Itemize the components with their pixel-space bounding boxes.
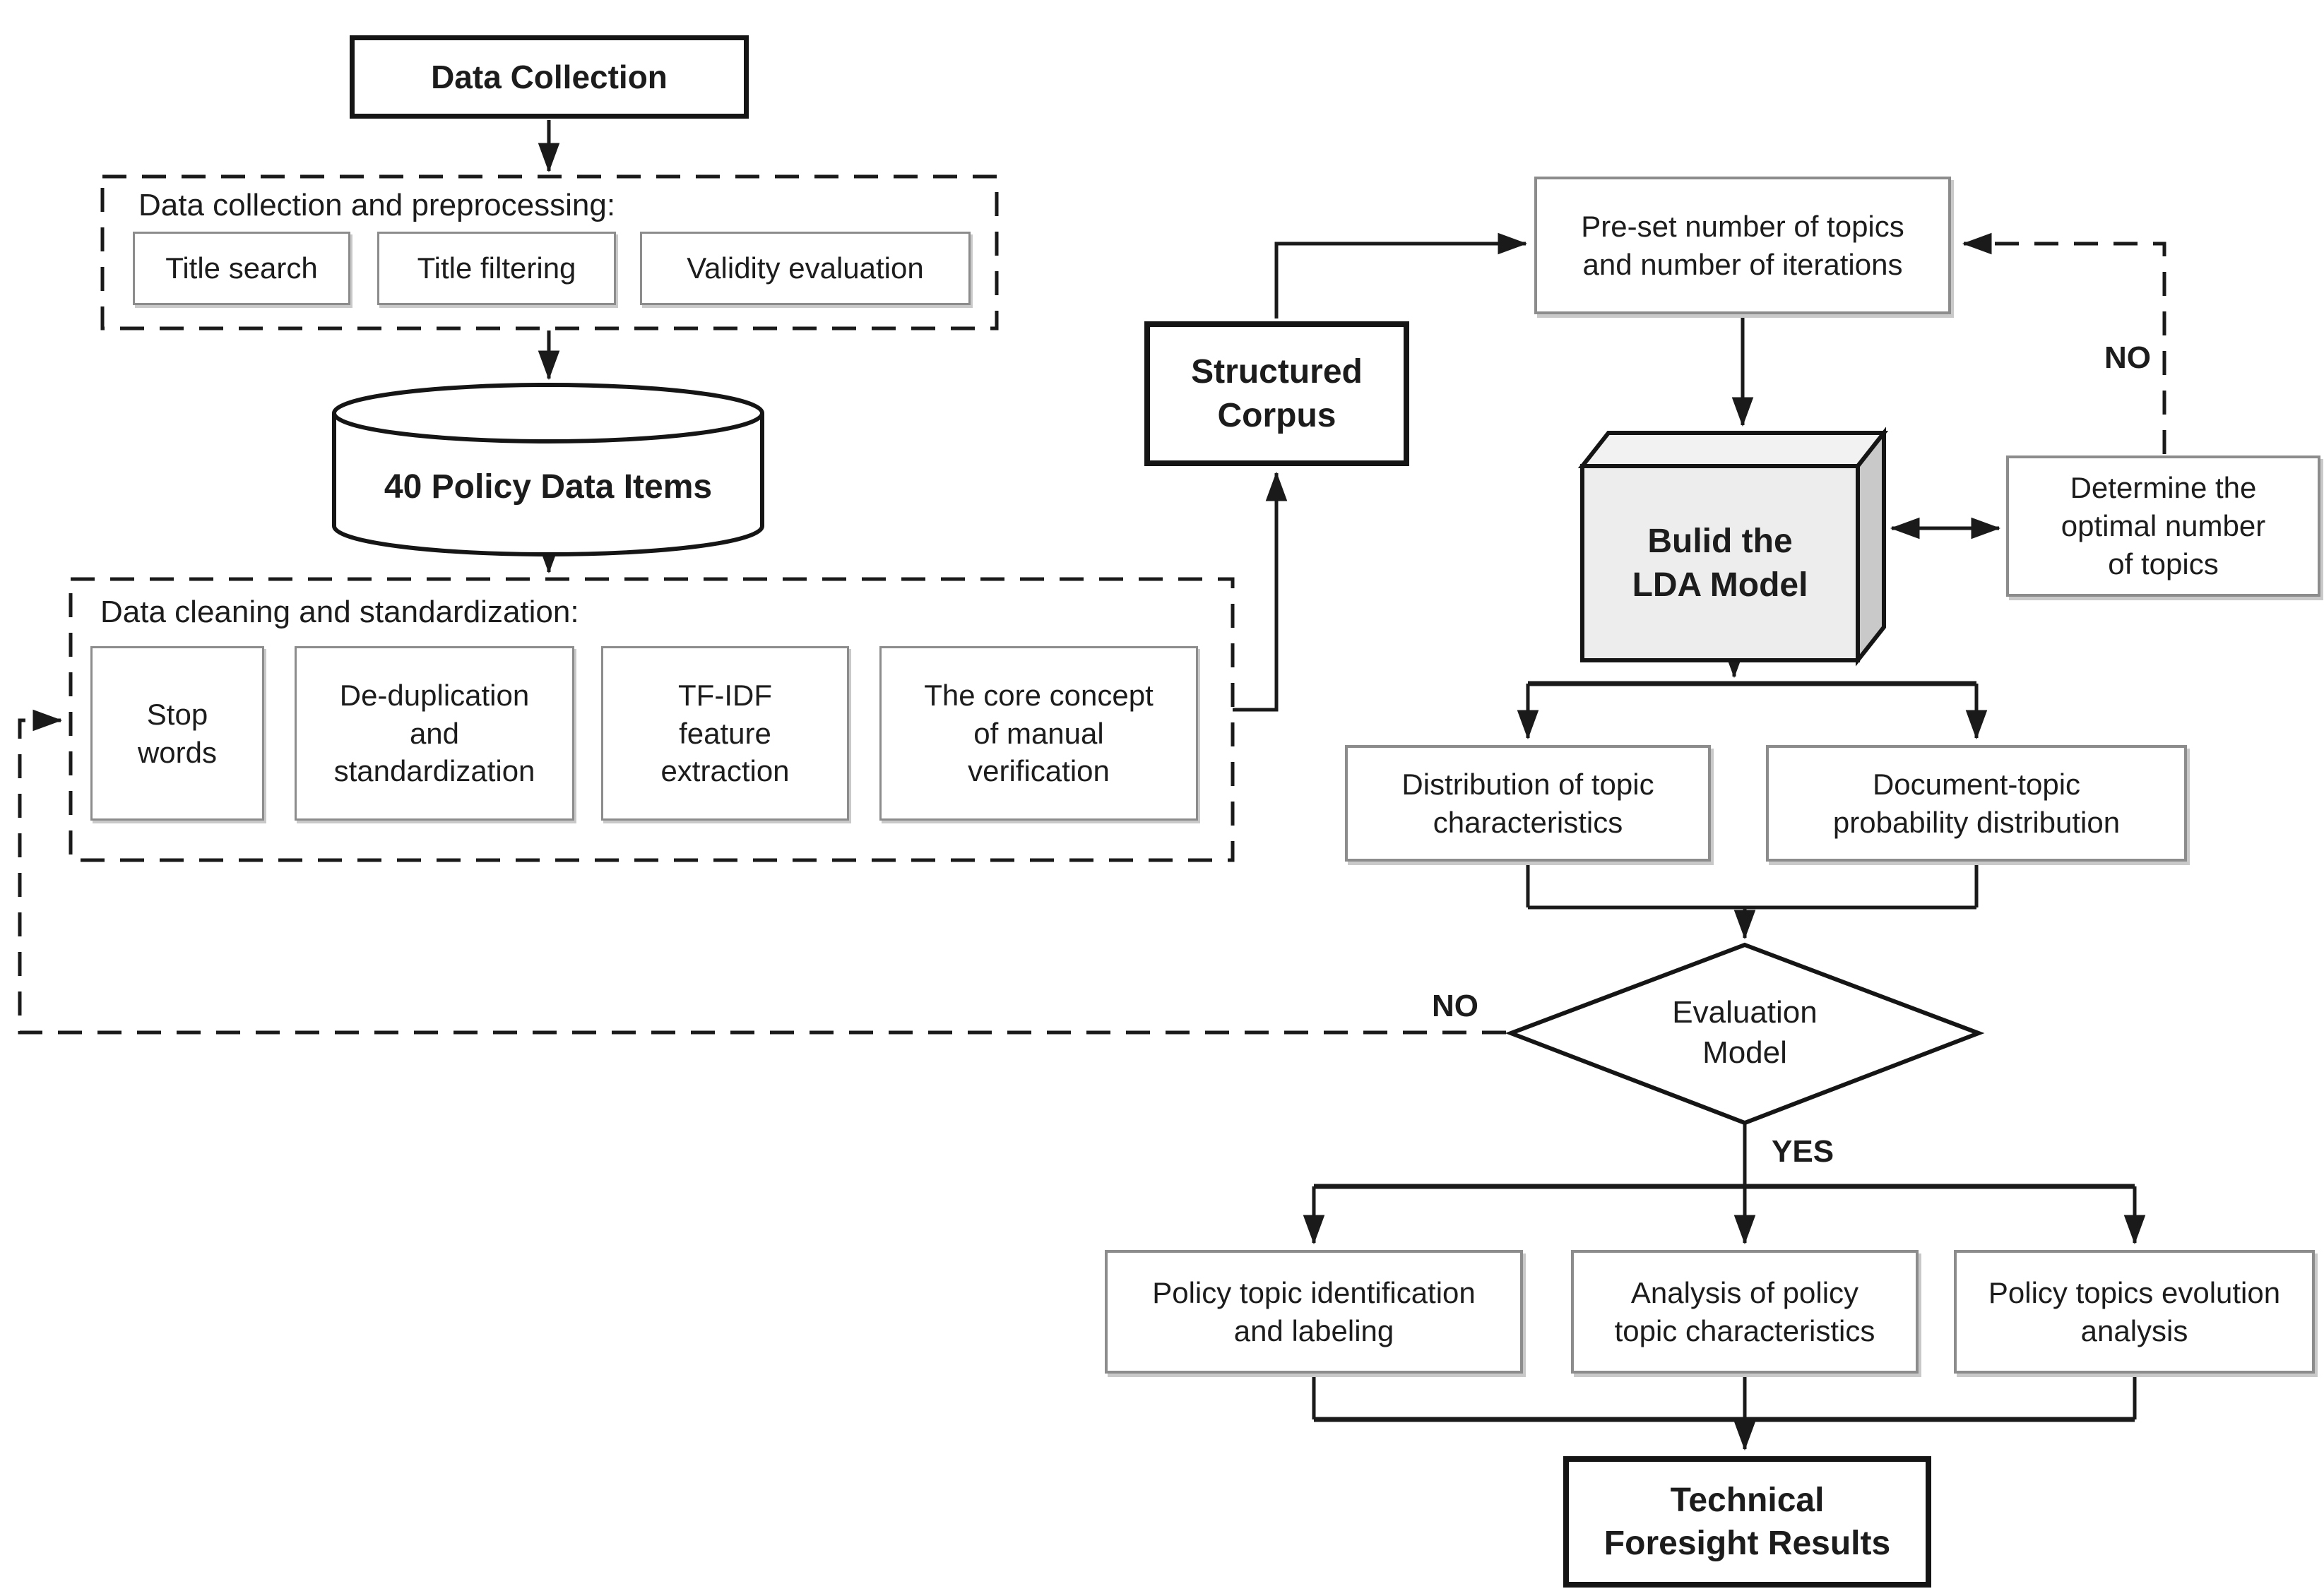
node-tf-idf: TF-IDF feature extraction: [601, 646, 849, 821]
node-distribution-topics: Distribution of topic characteristics: [1345, 745, 1711, 862]
node-stop-words: Stop words: [90, 646, 264, 821]
node-core-concept: The core concept of manual verification: [879, 646, 1198, 821]
edge-label-yes: YES: [1772, 1134, 1834, 1169]
node-structured-corpus: Structured Corpus: [1144, 321, 1409, 466]
lda-side-face: [1856, 427, 1886, 667]
node-document-topic: Document-topic probability distribution: [1766, 745, 2187, 862]
node-determine-optimal: Determine the optimal number of topics: [2006, 455, 2320, 597]
node-preset-topics: Pre-set number of topics and number of i…: [1534, 177, 1951, 314]
lda-3d-box: [1577, 427, 1889, 667]
dashed-containers: [69, 174, 1235, 862]
evaluation-diamond-shape: [1505, 942, 1985, 1126]
edge-label-no-optimal: NO: [2104, 340, 2151, 375]
node-policy-data-items: 40 Policy Data Items: [384, 468, 713, 506]
connector-cleaning-to-corpus: [1233, 471, 1288, 712]
node-title-search: Title search: [133, 232, 350, 305]
node-technical-foresight: Technical Foresight Results: [1563, 1456, 1931, 1588]
node-title-filtering: Title filtering: [377, 232, 616, 305]
connector-no-determine-to-preset: [1962, 232, 2166, 454]
edge-label-no-evaluation: NO: [1432, 989, 1478, 1023]
preprocessing-container-border: [100, 174, 999, 330]
lda-front-face: [1580, 464, 1860, 662]
database-cylinder-shape: [332, 383, 764, 556]
solid-connectors: [538, 120, 2146, 1451]
cylinder-body: [332, 413, 764, 556]
node-analysis-policy-topics: Analysis of policy topic characteristics: [1571, 1250, 1919, 1374]
connector-no-evaluation-to-cleaning: [18, 709, 1506, 1035]
node-policy-topics-evolution: Policy topics evolution analysis: [1954, 1250, 2315, 1374]
cleaning-container-label: Data cleaning and standardization:: [100, 595, 579, 629]
node-data-collection: Data Collection: [350, 35, 749, 119]
dashed-connectors: [18, 232, 2166, 1035]
connector-corpus-to-preset: [1274, 232, 1528, 318]
cleaning-container-border: [69, 577, 1235, 862]
node-build-lda-label: Bulid the LDA Model: [1632, 523, 1808, 604]
cylinder-top-ellipse: [332, 383, 764, 443]
node-validity-evaluation: Validity evaluation: [640, 232, 971, 305]
node-evaluation-model-label: Evaluation Model: [1672, 995, 1818, 1070]
preprocessing-container-label: Data collection and preprocessing:: [138, 188, 616, 222]
lda-top-face: [1577, 431, 1889, 468]
node-de-duplication: De-duplication and standardization: [295, 646, 574, 821]
node-policy-topic-identification: Policy topic identification and labeling: [1105, 1250, 1523, 1374]
